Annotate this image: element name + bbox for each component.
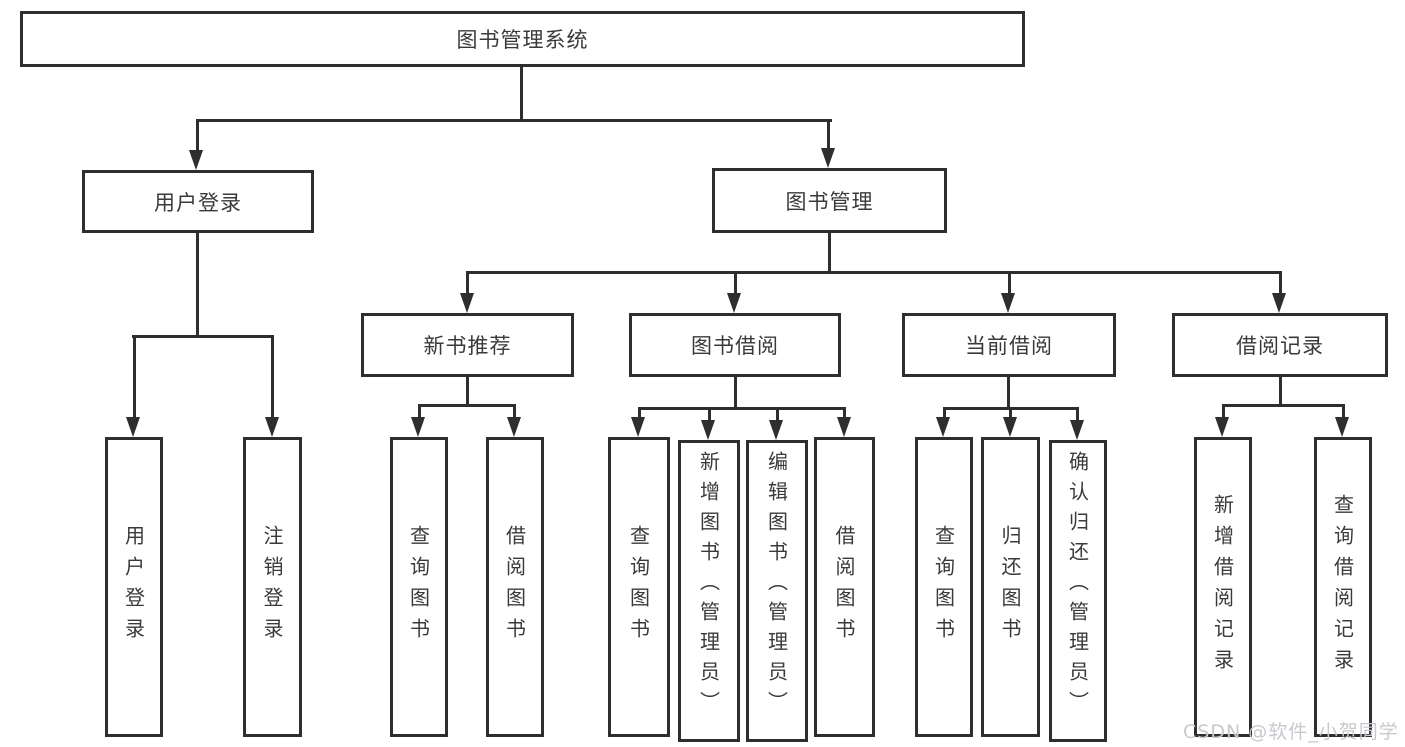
node-nb-query-books: 查询图书 xyxy=(390,437,448,737)
node-nb-borrow-books-label: 借阅图书 xyxy=(502,525,527,649)
connector-drop-leaf-logout xyxy=(271,335,274,419)
node-bb-edit-books-label: 编辑图书（管理员） xyxy=(764,451,789,721)
node-nb-borrow-books: 借阅图书 xyxy=(486,437,544,737)
connector-borrow-records-stem xyxy=(1279,377,1282,406)
connector-drop-book-mgmt xyxy=(827,119,830,150)
arrowhead-bb-query xyxy=(631,417,645,437)
node-bb-borrow-books-label: 借阅图书 xyxy=(832,525,856,649)
connector-drop-nb-borrow xyxy=(513,404,516,418)
connector-drop-bb-add xyxy=(708,407,711,420)
node-current-borrow-label: 当前借阅 xyxy=(965,334,1053,358)
arrowhead-leaf-logout xyxy=(265,417,279,437)
node-bb-query-books-label: 查询图书 xyxy=(626,525,651,649)
node-br-query-record: 查询借阅记录 xyxy=(1314,437,1372,737)
node-cb-confirm-return: 确认归还（管理员） xyxy=(1049,440,1107,742)
node-br-add-record-label: 新增借阅记录 xyxy=(1210,494,1235,680)
connector-borrow-records-split xyxy=(1222,404,1344,407)
arrowhead-nb-borrow xyxy=(507,417,521,437)
connector-drop-new-books xyxy=(466,271,469,295)
node-new-books-label: 新书推荐 xyxy=(423,334,512,358)
connector-drop-nb-query xyxy=(418,404,421,418)
node-new-books: 新书推荐 xyxy=(361,313,574,377)
connector-drop-cb-confirm xyxy=(1076,407,1079,420)
arrowhead-cb-return xyxy=(1003,417,1017,437)
connector-root-split xyxy=(196,119,832,122)
connector-drop-bb-edit xyxy=(776,407,779,420)
node-leaf-user-login: 用户登录 xyxy=(105,437,163,737)
node-book-mgmt: 图书管理 xyxy=(712,168,947,233)
arrowhead-book-mgmt xyxy=(821,148,835,168)
node-nb-query-books-label: 查询图书 xyxy=(406,525,431,649)
node-br-query-record-label: 查询借阅记录 xyxy=(1330,494,1355,680)
arrowhead-bb-add xyxy=(701,420,715,440)
connector-drop-current-borrow xyxy=(1008,271,1011,295)
connector-drop-leaf-user-login xyxy=(133,335,136,419)
connector-user-login-stem xyxy=(196,233,199,337)
arrowhead-user-login xyxy=(189,150,203,170)
node-book-borrow: 图书借阅 xyxy=(629,313,841,377)
node-bb-add-books: 新增图书（管理员） xyxy=(678,440,740,742)
node-br-add-record: 新增借阅记录 xyxy=(1194,437,1252,737)
node-leaf-user-login-label: 用户登录 xyxy=(121,525,146,649)
connector-root-stem xyxy=(520,67,523,121)
node-leaf-logout-label: 注销登录 xyxy=(260,525,284,649)
connector-drop-br-query xyxy=(1342,404,1345,418)
node-root: 图书管理系统 xyxy=(20,11,1025,67)
connector-drop-user-login xyxy=(196,119,199,152)
node-cb-query-books: 查询图书 xyxy=(915,437,973,737)
node-borrow-records-label: 借阅记录 xyxy=(1236,334,1324,358)
arrowhead-nb-query xyxy=(411,417,425,437)
connector-book-borrow-split xyxy=(638,407,846,410)
node-bb-query-books: 查询图书 xyxy=(608,437,670,737)
node-user-login: 用户登录 xyxy=(82,170,314,233)
connector-new-books-stem xyxy=(466,377,469,406)
node-bb-edit-books: 编辑图书（管理员） xyxy=(746,440,808,742)
connector-user-login-split xyxy=(132,335,274,338)
node-current-borrow: 当前借阅 xyxy=(902,313,1116,377)
node-bb-add-books-label: 新增图书（管理员） xyxy=(696,451,721,721)
connector-drop-cb-return xyxy=(1009,407,1012,418)
arrowhead-new-books xyxy=(460,293,474,313)
arrowhead-book-borrow xyxy=(727,293,741,313)
node-book-mgmt-label: 图书管理 xyxy=(785,189,874,214)
node-bb-borrow-books: 借阅图书 xyxy=(814,437,875,737)
node-borrow-records: 借阅记录 xyxy=(1172,313,1388,377)
arrowhead-br-add xyxy=(1215,417,1229,437)
connector-book-mgmt-stem xyxy=(828,233,831,273)
arrowhead-leaf-user-login xyxy=(126,417,140,437)
connector-current-borrow-stem xyxy=(1007,377,1010,409)
connector-drop-bb-query xyxy=(638,407,641,418)
node-cb-return-books-label: 归还图书 xyxy=(998,525,1022,649)
node-cb-query-books-label: 查询图书 xyxy=(931,525,956,649)
arrowhead-bb-borrow xyxy=(837,417,851,437)
node-cb-return-books: 归还图书 xyxy=(981,437,1040,737)
connector-drop-br-add xyxy=(1222,404,1225,418)
node-user-login-label: 用户登录 xyxy=(154,190,242,215)
connector-drop-borrow-records xyxy=(1279,271,1282,295)
connector-drop-cb-query xyxy=(943,407,946,418)
connector-drop-bb-borrow xyxy=(843,407,846,418)
node-leaf-logout: 注销登录 xyxy=(243,437,302,737)
node-book-borrow-label: 图书借阅 xyxy=(691,334,779,358)
node-cb-confirm-return-label: 确认归还（管理员） xyxy=(1065,451,1090,721)
node-root-label: 图书管理系统 xyxy=(456,28,589,52)
connector-book-borrow-stem xyxy=(734,377,737,409)
arrowhead-bb-edit xyxy=(769,420,783,440)
arrowhead-current-borrow xyxy=(1001,293,1015,313)
arrowhead-cb-query xyxy=(936,417,950,437)
connector-drop-book-borrow xyxy=(734,271,737,295)
arrowhead-cb-confirm xyxy=(1070,420,1084,440)
connector-book-mgmt-split xyxy=(466,271,1282,274)
arrowhead-br-query xyxy=(1335,417,1349,437)
csdn-watermark: CSDN @软件_小贺同学 xyxy=(1183,721,1399,743)
arrowhead-borrow-records xyxy=(1272,293,1286,313)
connector-new-books-split xyxy=(418,404,516,407)
